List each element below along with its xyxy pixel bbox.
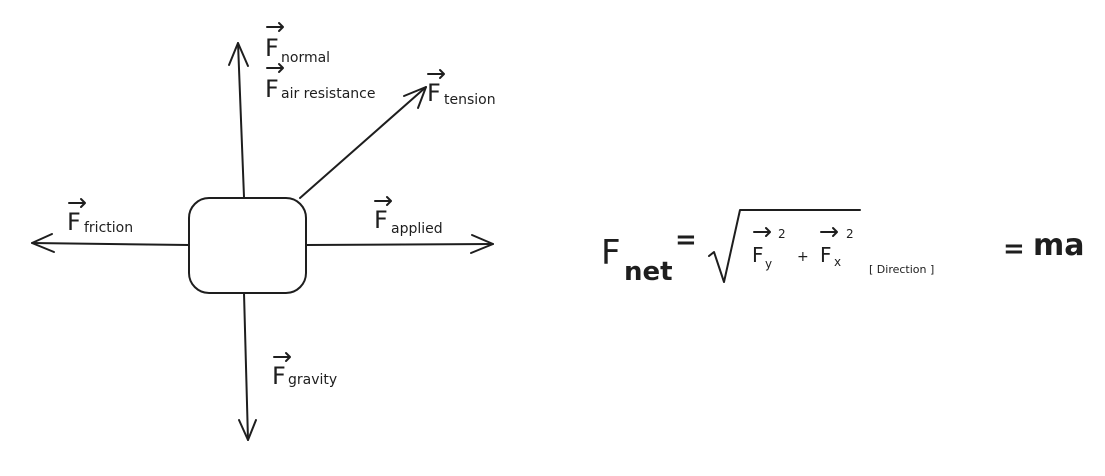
- arrow-friction: [31, 233, 190, 253]
- label-gravity: F gravity: [272, 352, 337, 390]
- net-force-equation: F net = F y 2 + F x 2 [ Direction ] = ma: [601, 209, 1085, 287]
- force-subscript: normal: [281, 50, 330, 66]
- square-root-icon: [708, 209, 861, 283]
- force-subscript: air resistance: [281, 86, 375, 102]
- arrow-applied: [305, 234, 494, 254]
- object-box: [188, 197, 307, 294]
- force-subscript: applied: [391, 221, 443, 237]
- force-symbol: F: [427, 79, 441, 107]
- label-friction: F friction: [67, 198, 133, 236]
- vector-arrow-icon: [273, 352, 291, 362]
- equation-plus: +: [797, 249, 809, 265]
- equation-lhs-symbol: F: [601, 233, 621, 273]
- force-symbol: F: [265, 34, 279, 62]
- label-air-resistance: F air resistance: [265, 63, 375, 103]
- term-y-symbol: F: [752, 243, 764, 267]
- vector-arrow-icon: [266, 63, 284, 73]
- force-symbol: F: [265, 75, 279, 103]
- equation-lhs-subscript: net: [624, 257, 673, 287]
- vector-arrow-icon: [753, 227, 771, 237]
- vector-arrow-icon: [820, 227, 838, 237]
- vector-arrow-icon: [266, 22, 284, 32]
- equation-equals-2: =: [1003, 234, 1025, 264]
- vector-arrow-icon: [68, 198, 86, 208]
- arrow-tension: [299, 86, 427, 199]
- label-normal: F normal: [265, 22, 330, 66]
- term-x-subscript: x: [834, 255, 841, 269]
- force-subscript: gravity: [288, 372, 337, 388]
- force-subscript: tension: [444, 92, 496, 108]
- term-x-symbol: F: [820, 243, 832, 267]
- vector-arrow-icon: [374, 196, 392, 206]
- force-subscript: friction: [84, 220, 133, 236]
- arrow-up: [228, 42, 249, 198]
- arrow-gravity: [238, 292, 257, 441]
- force-symbol: F: [374, 206, 388, 234]
- force-symbol: F: [67, 208, 81, 236]
- term-y-power: 2: [778, 227, 786, 241]
- term-y-subscript: y: [765, 257, 772, 271]
- equation-rhs: ma: [1033, 228, 1085, 263]
- force-symbol: F: [272, 362, 286, 390]
- label-applied: F applied: [374, 196, 443, 237]
- label-tension: F tension: [427, 69, 496, 108]
- vector-arrow-icon: [427, 69, 445, 79]
- term-x-power: 2: [846, 227, 854, 241]
- direction-note: [ Direction ]: [869, 263, 934, 276]
- equation-equals: =: [675, 225, 697, 255]
